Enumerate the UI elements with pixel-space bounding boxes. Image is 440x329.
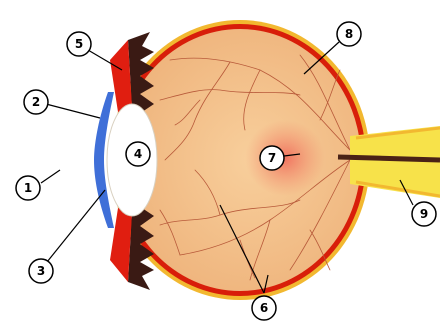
callout-9: 9 [412, 202, 436, 226]
callout-7: 7 [260, 146, 284, 170]
central-retinal-vessel [338, 157, 440, 160]
callout-5-label: 5 [75, 37, 83, 51]
callout-4-label: 4 [134, 147, 142, 161]
callout-8-label: 8 [345, 27, 353, 41]
callout-5: 5 [67, 32, 91, 56]
callout-6-label: 6 [260, 301, 268, 315]
callout-3: 3 [29, 259, 53, 283]
callout-2-label: 2 [32, 95, 40, 109]
callout-4: 4 [126, 142, 150, 166]
callout-2: 2 [24, 90, 48, 114]
callout-8: 8 [337, 22, 361, 46]
callout-7-label: 7 [268, 151, 276, 165]
macula [245, 120, 325, 196]
callout-9-label: 9 [420, 207, 428, 221]
callout-1-label: 1 [24, 181, 32, 195]
callout-6: 6 [252, 296, 276, 320]
callout-3-label: 3 [37, 264, 45, 278]
callout-1: 1 [16, 176, 40, 200]
